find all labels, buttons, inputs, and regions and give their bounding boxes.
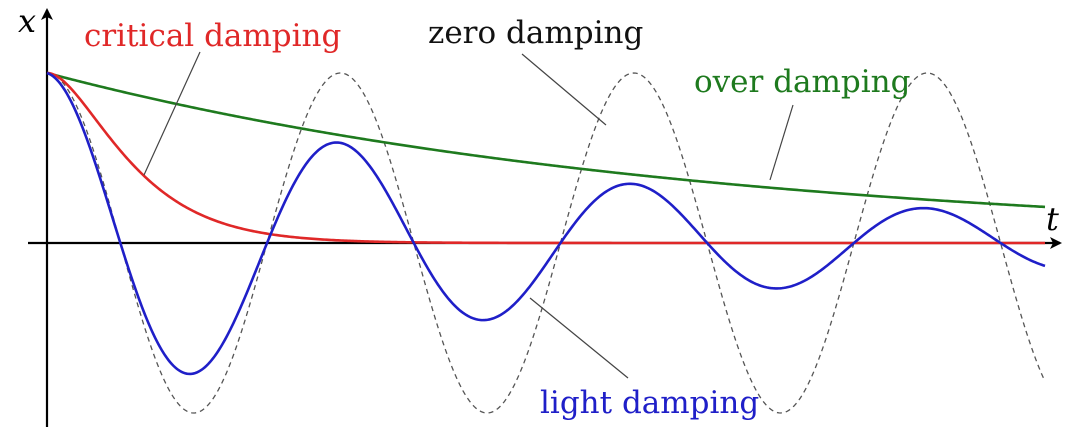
- label-over-damping: over damping: [694, 64, 911, 100]
- label-light-damping: light damping: [540, 385, 759, 421]
- series-light-damping-line: [46, 71, 1046, 376]
- leader-critical-damping: [143, 51, 201, 176]
- leader-zero-damping: [521, 53, 607, 126]
- label-critical-damping: critical damping: [84, 18, 341, 54]
- series-critical-damping-line: [46, 71, 1045, 245]
- series-zero-damping-line: [46, 72, 1046, 414]
- y-axis-label: x: [18, 2, 36, 40]
- leader-over-damping: [769, 104, 794, 181]
- series-over-damping-line: [46, 71, 1046, 209]
- x-axis-label: t: [1046, 200, 1059, 238]
- leader-light-damping: [529, 297, 629, 379]
- label-zero-damping: zero damping: [428, 15, 643, 51]
